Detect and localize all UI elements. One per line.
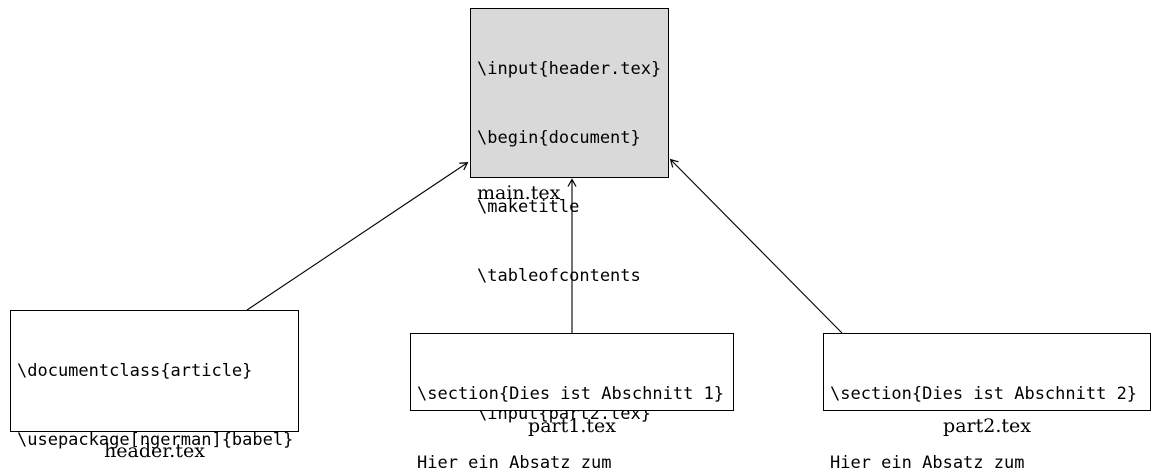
header-tex-label: header.tex	[104, 440, 205, 462]
main-tex-label: main.tex	[477, 182, 561, 204]
part1-tex-box: \section{Dies ist Abschnitt 1} Hier ein …	[410, 333, 734, 473]
main-tex-box: \input{header.tex} \begin{document} \mak…	[470, 8, 669, 474]
code-line: \input{header.tex}	[477, 59, 662, 79]
part2-tex-box: \section{Dies ist Abschnitt 2} Hier ein …	[823, 333, 1151, 473]
code-line: \tableofcontents	[477, 266, 641, 286]
code-line: \section{Dies ist Abschnitt 1}	[417, 384, 725, 404]
edge-part2-to-main	[669, 158, 843, 334]
code-line: \begin{document}	[477, 128, 641, 148]
part1-tex-label: part1.tex	[528, 415, 616, 437]
edge-header-to-main	[246, 162, 469, 311]
code-line: \maketitle	[477, 197, 580, 217]
code-line: Hier ein Absatz zum	[417, 453, 612, 473]
code-line: Hier ein Absatz zum	[830, 453, 1025, 473]
part2-tex-label: part2.tex	[943, 415, 1031, 437]
header-tex-box: \documentclass{article} \usepackage[nger…	[10, 310, 299, 450]
code-line: \section{Dies ist Abschnitt 2}	[830, 384, 1138, 404]
code-line: \usepackage[ngerman]{babel}	[17, 430, 294, 450]
code-line: \documentclass{article}	[17, 361, 253, 381]
